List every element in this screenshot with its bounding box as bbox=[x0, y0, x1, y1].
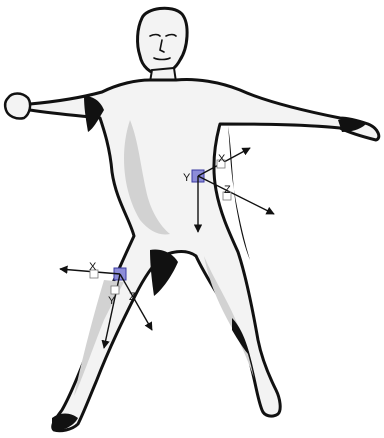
hip-y-label: Y bbox=[183, 172, 191, 184]
human-figure bbox=[5, 8, 379, 431]
knee-y-label: Y bbox=[108, 295, 116, 307]
hip-z-label: Z bbox=[224, 184, 231, 196]
knee-y-label-box bbox=[111, 286, 119, 294]
knee-x-label: X bbox=[89, 261, 97, 273]
left-fist bbox=[5, 94, 30, 119]
knee-z-label: Z bbox=[129, 291, 136, 303]
hip-x-label: X bbox=[218, 153, 226, 165]
crotch-shadow bbox=[150, 250, 178, 297]
body-silhouette bbox=[8, 79, 378, 430]
